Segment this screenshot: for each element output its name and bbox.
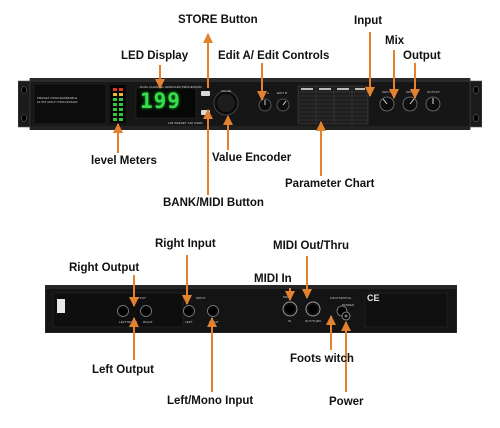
input-knob-label: INPUT	[382, 90, 392, 94]
label-midi-out-thru: MIDI Out/Thru	[273, 240, 350, 252]
label-power: Power	[329, 396, 364, 408]
edit-b-label: EDIT B	[277, 91, 288, 95]
midi-in-port[interactable]	[282, 301, 298, 317]
label-led-display: LED Display	[121, 50, 189, 62]
display-value: 199	[140, 89, 181, 113]
right-input-jack[interactable]	[183, 305, 195, 317]
mix-knob-label: MIX	[406, 90, 412, 94]
rear-panel-graphic	[44, 284, 458, 334]
front-panel-unit	[17, 77, 483, 131]
parameter-chart	[297, 85, 369, 125]
label-bank-midi-button: BANK/MIDI Button	[163, 197, 264, 209]
label-level-meters: level Meters	[91, 155, 157, 167]
power-text: POWER	[342, 303, 354, 307]
label-midi-in: MIDI In	[254, 273, 292, 285]
left-mono-input-jack[interactable]	[207, 305, 219, 317]
label-value-encoder: Value Encoder	[212, 152, 292, 164]
jack-text-right: RIGHT	[143, 320, 153, 324]
label-input: Input	[354, 15, 383, 27]
brand-line-2: 24 BIT MULTI PROCESSOR	[37, 100, 78, 104]
label-output: Output	[403, 50, 441, 62]
label-store-button: STORE Button	[178, 14, 258, 26]
label-left-mono-input: Left/Mono Input	[167, 395, 254, 407]
output-knob-label: OUTPUT	[427, 90, 440, 94]
level-meters	[110, 85, 126, 123]
value-knob-label: VALUE	[221, 89, 232, 93]
left-output-jack[interactable]	[140, 305, 152, 317]
ce-mark: CE	[367, 293, 380, 303]
rear-input-group-label: INPUT	[196, 296, 206, 300]
right-output-jack[interactable]	[117, 305, 129, 317]
input-knob[interactable]	[379, 96, 395, 112]
edit-b-knob[interactable]	[276, 98, 290, 112]
output-knob[interactable]	[425, 96, 441, 112]
brand-line-1: PRESET PROGRAMMABLE	[37, 96, 78, 100]
led-display	[135, 87, 197, 119]
program-text: 128 PRESET 128 USER	[168, 121, 203, 125]
midi-out-thru-port[interactable]	[305, 301, 321, 317]
power-jack[interactable]	[341, 311, 351, 321]
label-right-input: Right Input	[155, 238, 216, 250]
warning-label	[57, 299, 65, 313]
edit-a-knob[interactable]	[258, 98, 272, 112]
jack-text-left-mono: LEFT/MONO	[119, 320, 138, 324]
jack-text-left: LEFT	[185, 320, 193, 324]
model-line: DUAL CHANNEL MODULAR PROCESSOR	[140, 85, 202, 89]
label-parameter-chart: Parameter Chart	[285, 178, 375, 190]
jack-text-out-thru: OUT/THRU	[305, 319, 322, 323]
store-button[interactable]	[201, 91, 210, 96]
label-left-output: Left Output	[92, 364, 154, 376]
label-mix: Mix	[385, 35, 405, 47]
rear-panel-unit	[44, 284, 458, 334]
front-panel-graphic	[17, 77, 483, 131]
label-edit-controls: Edit A/ Edit Controls	[218, 50, 330, 62]
label-right-output: Right Output	[69, 262, 140, 274]
rear-output-group-label: OUTPUT	[133, 296, 146, 300]
jack-text-midi-in: IN	[288, 319, 292, 323]
label-foots-witch: Foots witch	[290, 353, 354, 365]
footswitch-text: FOOTSWITCH	[330, 296, 352, 300]
